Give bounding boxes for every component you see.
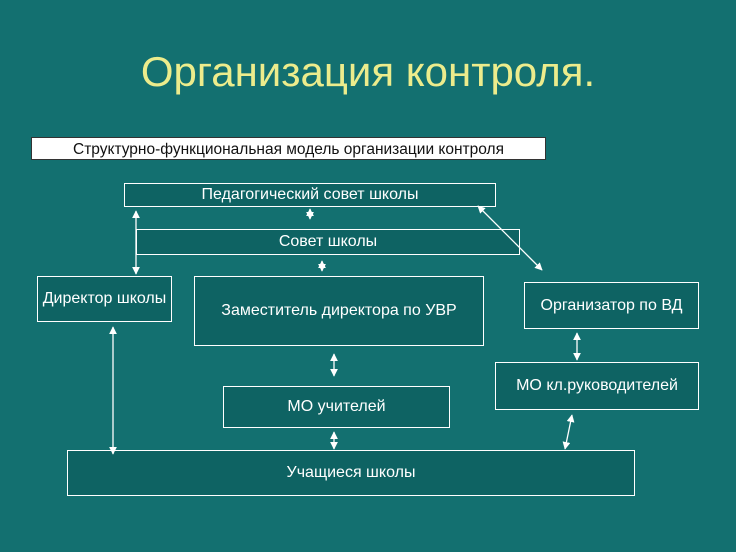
slide-title: Организация контроля. <box>140 48 596 95</box>
node-ped-council: Педагогический совет школы <box>124 183 496 207</box>
node-students: Учащиеся школы <box>67 450 635 496</box>
arrow-mo-class-students <box>562 414 575 450</box>
node-organizer-vd: Организатор по ВД <box>524 282 699 329</box>
diagram-subtitle: Структурно-функциональная модель организ… <box>31 137 546 160</box>
node-school-council: Совет школы <box>136 229 520 255</box>
node-mo-teachers: МО учителей <box>223 386 450 428</box>
node-director: Директор школы <box>37 276 172 322</box>
arrow-ped-organizer <box>477 205 543 271</box>
node-mo-class-leaders: МО кл.руководителей <box>495 362 699 410</box>
node-deputy-uvr: Заместитель директора по УВР <box>194 276 484 346</box>
